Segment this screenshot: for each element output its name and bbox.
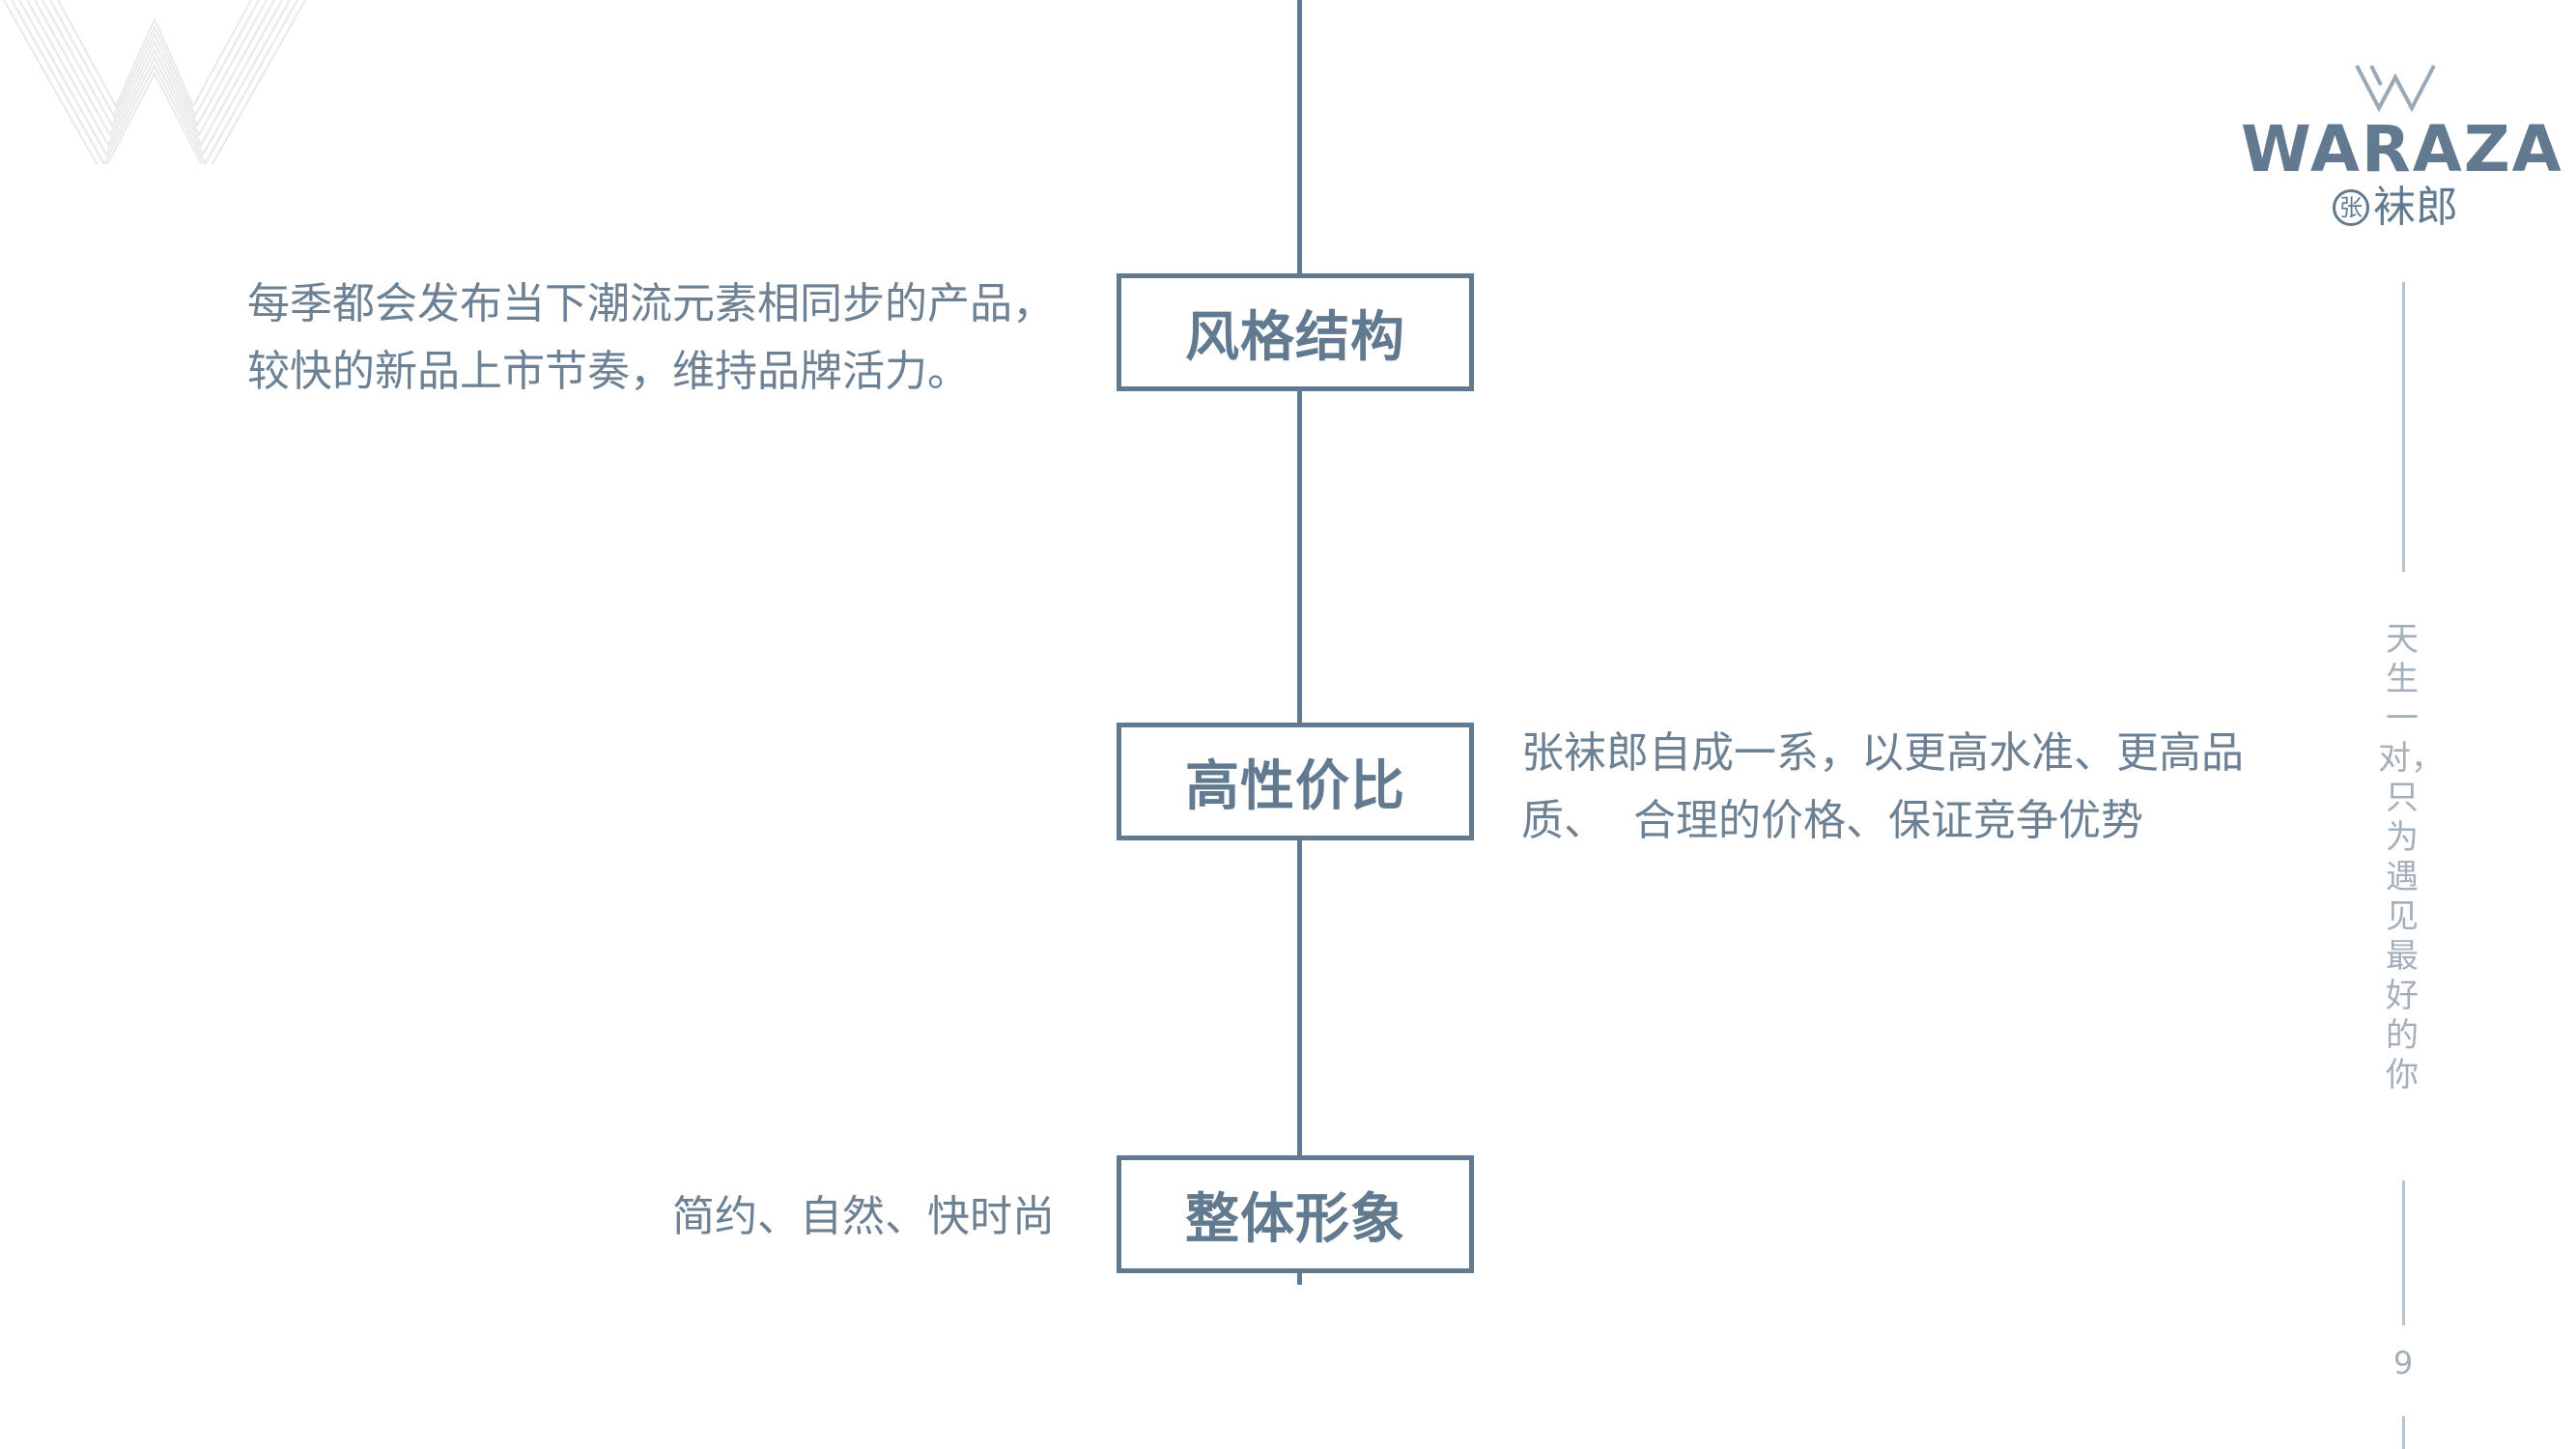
w-monogram-watermark-icon <box>3 0 306 164</box>
side-divider <box>2402 1180 2405 1325</box>
description-style: 每季都会发布当下潮流元素相同步的产品， 较快的新品上市节奏，维持品牌活力。 <box>247 270 1055 406</box>
node-label: 整体形象 <box>1185 1187 1405 1251</box>
description-line: 简约、自然、快时尚 <box>672 1192 1055 1241</box>
timeline-axis <box>1297 0 1302 1285</box>
side-divider <box>2402 1416 2405 1449</box>
description-line: 张袜郎自成一系，以更高水准、更高品 <box>1521 728 2244 778</box>
page-number: 9 <box>2392 1345 2414 1381</box>
logo-wordmark: WARAZA <box>2241 112 2563 186</box>
description-line: 质、 合理的价格、保证竞争优势 <box>1521 796 2143 845</box>
node-label: 风格结构 <box>1185 305 1405 369</box>
timeline-node-image: 整体形象 <box>1117 1155 1474 1273</box>
description-value: 张袜郎自成一系，以更高水准、更高品 质、 合理的价格、保证竞争优势 <box>1521 720 2244 855</box>
vertical-slogan: 天生一对，只为遇见最好的你 <box>2378 620 2444 1094</box>
timeline-node-style: 风格结构 <box>1117 273 1474 391</box>
logo-circle-char: 张 <box>2333 189 2369 226</box>
w-monogram-logo-icon <box>2355 65 2436 113</box>
description-line: 每季都会发布当下潮流元素相同步的产品， <box>247 279 1055 328</box>
description-image: 简约、自然、快时尚 <box>672 1183 1055 1251</box>
timeline-node-value: 高性价比 <box>1117 723 1474 840</box>
description-line: 较快的新品上市节奏，维持品牌活力。 <box>247 347 970 396</box>
brand-logo: WARAZA 张 袜郎 <box>2241 58 2563 251</box>
node-label: 高性价比 <box>1185 754 1405 818</box>
logo-chinese-name: 张 袜郎 <box>2241 184 2550 232</box>
logo-cn-text: 袜郎 <box>2373 183 2458 232</box>
side-divider <box>2402 282 2405 572</box>
